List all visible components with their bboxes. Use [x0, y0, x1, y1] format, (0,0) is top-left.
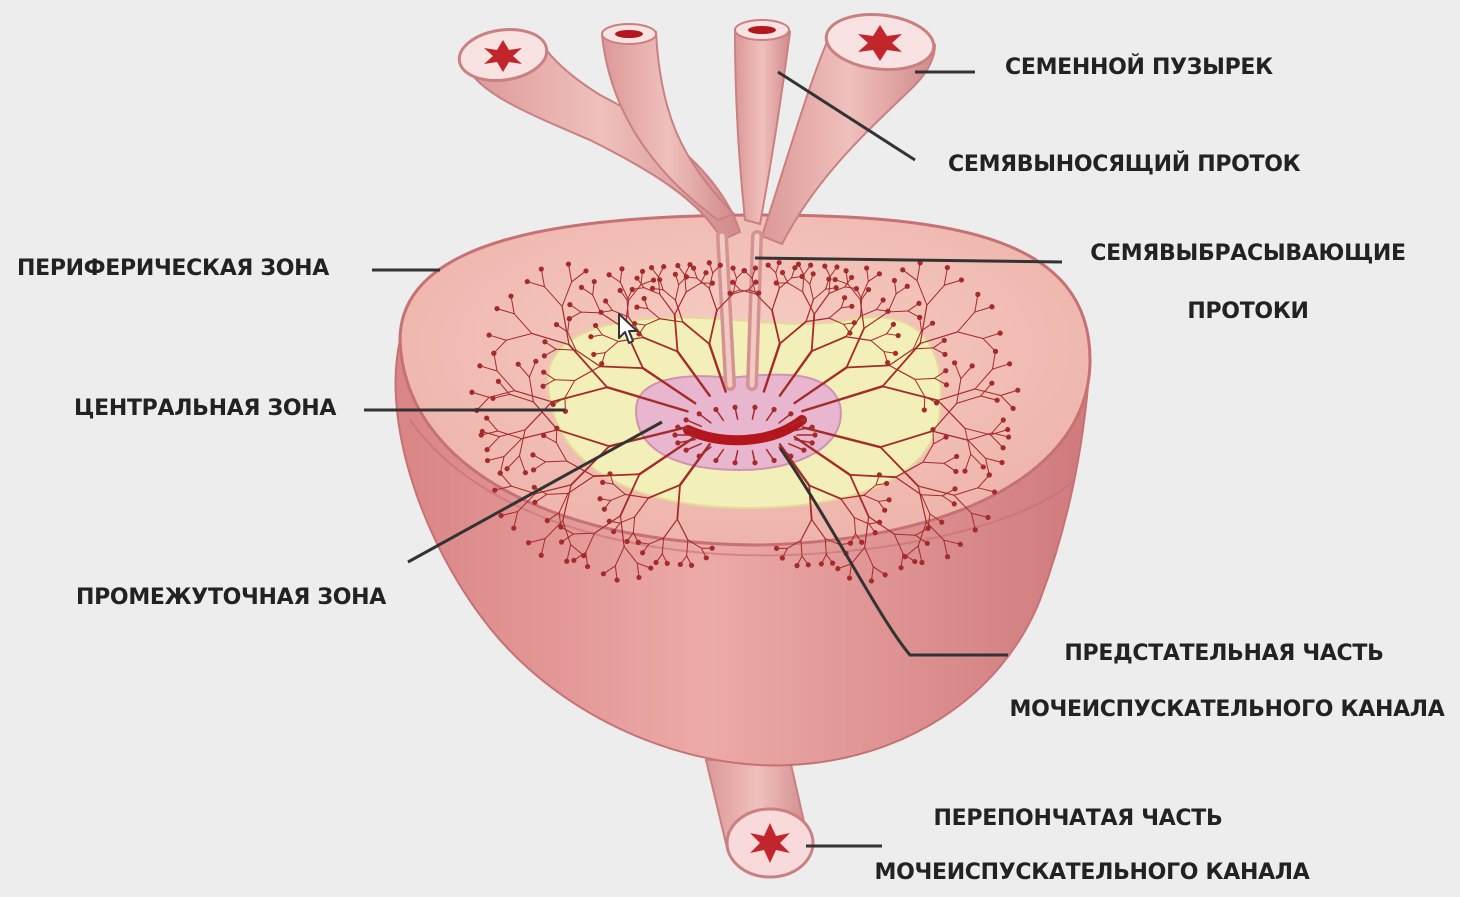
- label-membranous-urethra-line2: МОЧЕИСПУСКАТЕЛЬНОГО КАНАЛА: [874, 862, 1309, 884]
- mouse-pointer-icon: [617, 312, 639, 346]
- label-ejaculatory-ducts-line2: ПРОТОКИ: [1187, 301, 1308, 323]
- label-transition-zone: ПРОМЕЖУТОЧНАЯ ЗОНА: [76, 587, 386, 609]
- label-prostatic-urethra-line1: ПРЕДСТАТЕЛЬНАЯ ЧАСТЬ: [1064, 643, 1383, 665]
- label-membranous-urethra-line1: ПЕРЕПОНЧАТАЯ ЧАСТЬ: [934, 808, 1223, 830]
- label-seminal-vesicle: СЕМЕННОЙ ПУЗЫРЕК: [1005, 57, 1273, 79]
- label-central-zone: ЦЕНТРАЛЬНАЯ ЗОНА: [74, 398, 336, 420]
- label-prostatic-urethra-line2: МОЧЕИСПУСКАТЕЛЬНОГО КАНАЛА: [1009, 699, 1444, 721]
- label-ejaculatory-ducts-line1: СЕМЯВЫБРАСЫВАЮЩИЕ: [1090, 243, 1406, 265]
- label-vas-deferens: СЕМЯВЫНОСЯЩИЙ ПРОТОК: [948, 154, 1300, 176]
- membranous-urethra: [706, 760, 813, 877]
- label-peripheral-zone: ПЕРИФЕРИЧЕСКАЯ ЗОНА: [17, 258, 329, 280]
